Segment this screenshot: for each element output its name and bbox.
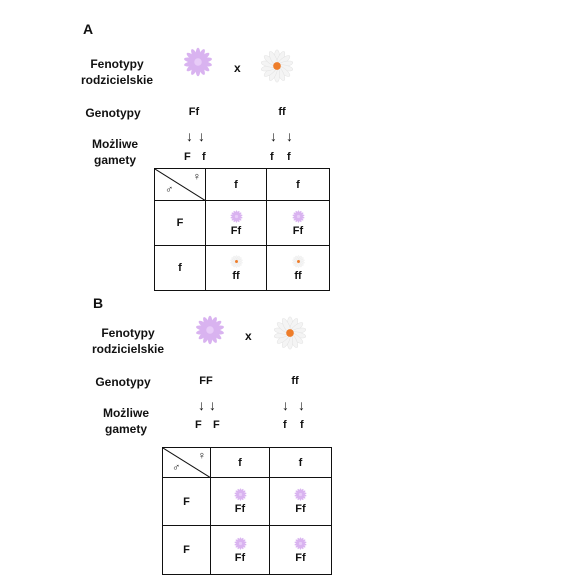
cell-genotype: Ff <box>295 551 306 564</box>
section-a-title: A <box>83 21 94 37</box>
section-b-gametes-label: Możliwe gamety <box>93 405 159 437</box>
purple-flower-icon <box>229 209 243 223</box>
cell-genotype: Ff <box>234 503 246 515</box>
down-arrow-icon: ↓ <box>298 397 305 413</box>
cross-symbol: x <box>234 61 241 75</box>
punnett-cell: Ff <box>210 477 270 526</box>
section-a-gametes-label: Możliwe gamety <box>82 136 148 168</box>
section-b-genotype-label: Genotypy <box>95 375 151 389</box>
phenotype-label-line1: Fenotypy <box>90 57 144 71</box>
cell-genotype: Ff <box>295 503 306 515</box>
female-symbol-icon: ♀ <box>197 450 206 462</box>
punnett-cell: Ff <box>269 477 332 526</box>
section-a-parent1-gamete: f <box>202 151 206 163</box>
section-b-parent2-genotype: ff <box>291 375 299 387</box>
purple-flower-icon <box>233 536 247 550</box>
section-a-parent1-genotype: Ff <box>188 106 200 118</box>
section-a-genotype-label: Genotypy <box>85 106 141 120</box>
phenotype-label-line1: Fenotypy <box>101 326 155 340</box>
cell-genotype: ff <box>294 269 302 282</box>
purple-flower-icon <box>184 47 212 77</box>
section-a-parent2-genotype: ff <box>278 106 286 118</box>
male-symbol-icon: ♂ <box>172 462 181 474</box>
cell-genotype: Ff <box>234 551 246 564</box>
section-b-phenotype-label: Fenotypy rodzicielskie <box>83 325 173 357</box>
punnett-cell: Ff <box>205 200 267 246</box>
section-b-parent1-gamete: F <box>213 419 220 431</box>
white-flower-icon <box>260 49 294 83</box>
purple-flower-icon <box>233 488 247 501</box>
cell-genotype: Ff <box>292 224 304 237</box>
phenotype-label-line2: rodzicielskie <box>91 342 165 356</box>
purple-flower-icon <box>294 488 307 501</box>
punnett-col-header: f <box>266 168 330 201</box>
section-a-parent1-gamete: F <box>184 151 191 163</box>
section-b-title: B <box>93 295 104 311</box>
punnett-col-header: f <box>205 168 267 201</box>
punnett-row-header: F <box>162 525 211 575</box>
down-arrow-icon: ↓ <box>186 128 193 144</box>
down-arrow-icon: ↓ <box>198 397 205 413</box>
section-b-parent1-gamete: F <box>195 419 202 431</box>
female-symbol-icon: ♀ <box>192 171 201 183</box>
section-a-phenotype-label: Fenotypy rodzicielskie <box>72 56 162 88</box>
punnett-col-header: f <box>269 447 332 478</box>
down-arrow-icon: ↓ <box>209 397 216 413</box>
punnett-col-header: f <box>210 447 270 478</box>
white-flower-icon <box>273 316 307 350</box>
punnett-cell: ff <box>205 245 267 291</box>
cell-genotype: Ff <box>230 224 242 237</box>
white-flower-icon <box>291 254 305 268</box>
section-b-parent2-gamete: f <box>300 419 304 431</box>
down-arrow-icon: ↓ <box>282 397 289 413</box>
punnett-row-header: F <box>154 200 206 246</box>
punnett-cell: Ff <box>269 525 332 575</box>
purple-flower-icon <box>291 209 305 223</box>
gametes-label-line2: gamety <box>93 153 137 167</box>
section-a-parent2-gamete: f <box>287 151 291 163</box>
gametes-label-line1: Możliwe <box>91 137 138 151</box>
purple-flower-icon <box>196 315 224 345</box>
white-flower-icon <box>229 254 243 268</box>
phenotype-label-line2: rodzicielskie <box>80 73 154 87</box>
punnett-corner: ♀ ♂ <box>154 168 206 201</box>
punnett-row-header: F <box>162 477 211 526</box>
section-a-punnett-square: ♀ ♂ f f F Ff Ff f ff ff <box>154 168 330 291</box>
punnett-row-header: f <box>154 245 206 291</box>
gametes-label-line1: Możliwe <box>102 406 149 420</box>
down-arrow-icon: ↓ <box>270 128 277 144</box>
punnett-cell: Ff <box>210 525 270 575</box>
punnett-corner: ♀ ♂ <box>162 447 211 478</box>
section-a-parent2-gamete: f <box>270 151 274 163</box>
diagonal-divider <box>155 169 205 200</box>
section-b-parent2-gamete: f <box>283 419 287 431</box>
gametes-label-line2: gamety <box>104 422 148 436</box>
down-arrow-icon: ↓ <box>198 128 205 144</box>
section-b-parent1-genotype: FF <box>199 375 213 387</box>
down-arrow-icon: ↓ <box>286 128 293 144</box>
cell-genotype: ff <box>232 269 240 282</box>
punnett-cell: ff <box>266 245 330 291</box>
diagonal-divider <box>163 448 210 477</box>
purple-flower-icon <box>294 536 307 550</box>
male-symbol-icon: ♂ <box>165 184 174 196</box>
punnett-cell: Ff <box>266 200 330 246</box>
cross-symbol: x <box>245 329 252 343</box>
section-b-punnett-square: ♀ ♂ f f F Ff Ff F Ff Ff <box>162 447 332 575</box>
